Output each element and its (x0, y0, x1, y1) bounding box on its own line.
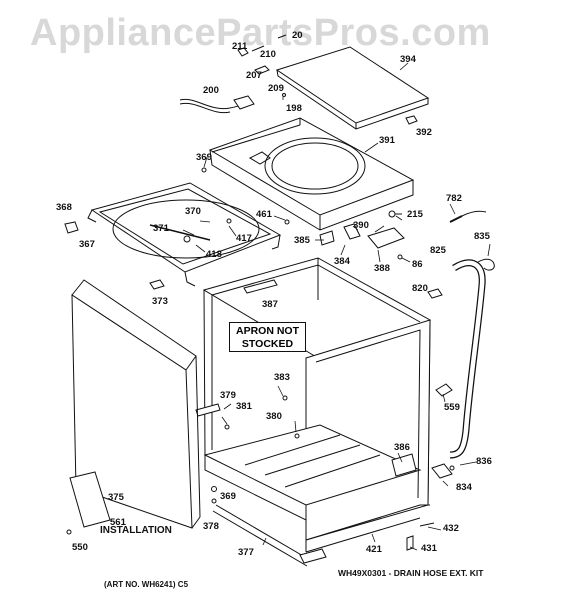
part-559 (435, 383, 453, 397)
callout-418: 418 (206, 249, 222, 260)
drain-hose (449, 210, 495, 459)
callout-391: 391 (379, 135, 395, 146)
part-820 (427, 288, 443, 299)
callout-198: 198 (286, 103, 302, 114)
rail-377 (212, 504, 327, 567)
callout-432: 432 (443, 523, 459, 534)
callout-370: 370 (185, 206, 201, 217)
callout-782: 782 (446, 193, 462, 204)
callout-550: 550 (72, 542, 88, 553)
callout-836: 836 (476, 456, 492, 467)
part-373 (149, 279, 165, 290)
callout-381: 381 (236, 401, 252, 412)
callout-384: 384 (334, 256, 350, 267)
installation-booklet (69, 471, 111, 528)
callout-390: 390 (353, 220, 369, 231)
callout-377: 377 (238, 547, 254, 558)
top-lid (275, 46, 430, 130)
callout-369-top: 369 (196, 152, 212, 163)
callout-388: 388 (374, 263, 390, 274)
callout-200: 200 (203, 85, 219, 96)
callout-392: 392 (416, 127, 432, 138)
leader-lines (182, 62, 491, 551)
callout-461: 461 (256, 209, 272, 220)
callout-210: 210 (260, 49, 276, 60)
callout-86: 86 (412, 259, 423, 270)
callout-431: 431 (421, 543, 437, 554)
callout-367: 367 (79, 239, 95, 250)
callout-371: 371 (153, 223, 169, 234)
callout-417: 417 (236, 233, 252, 244)
callout-215: 215 (407, 209, 423, 220)
apron-not-stocked-note: APRON NOT STOCKED (229, 322, 306, 352)
callout-561: 561 (110, 517, 126, 528)
callout-209: 209 (268, 83, 284, 94)
callout-385: 385 (294, 235, 310, 246)
valve-assembly (319, 210, 405, 249)
callout-383: 383 (274, 372, 290, 383)
callout-421: 421 (366, 544, 382, 555)
apron-note-line1: APRON NOT (236, 325, 299, 337)
callout-825: 825 (430, 245, 446, 256)
callout-386: 386 (394, 442, 410, 453)
callout-834: 834 (456, 482, 472, 493)
callout-394: 394 (400, 54, 416, 65)
callout-387: 387 (262, 299, 278, 310)
art-number: (ART NO. WH6241) C5 (104, 580, 189, 589)
apron-note-line2: STOCKED (241, 338, 294, 350)
wire-harness (179, 34, 287, 114)
watermark: AppliancePartsPros.com (30, 12, 491, 54)
callout-820: 820 (412, 283, 428, 294)
clip-392 (405, 115, 418, 125)
cabinet (195, 257, 432, 553)
fasteners (66, 167, 455, 551)
callout-835: 835 (474, 231, 490, 242)
front-panel (71, 279, 201, 529)
part-834 (431, 463, 453, 479)
callout-378: 378 (203, 521, 219, 532)
top-cover (208, 117, 415, 231)
callout-211: 211 (232, 41, 248, 52)
callout-379: 379 (220, 390, 236, 401)
callout-368: 368 (56, 202, 72, 213)
callout-373: 373 (152, 296, 168, 307)
callout-20x: 20 (292, 30, 303, 41)
callout-375: 375 (108, 492, 124, 503)
installation-label: INSTALLATION (100, 525, 172, 536)
part-368 (64, 221, 79, 234)
callout-369-bottom: 369 (220, 491, 236, 502)
callout-207: 207 (246, 70, 262, 81)
drain-hose-kit-note: WH49X0301 - DRAIN HOSE EXT. KIT (338, 568, 484, 578)
callout-559: 559 (444, 402, 460, 413)
callout-380: 380 (266, 411, 282, 422)
base-frame (87, 182, 282, 287)
